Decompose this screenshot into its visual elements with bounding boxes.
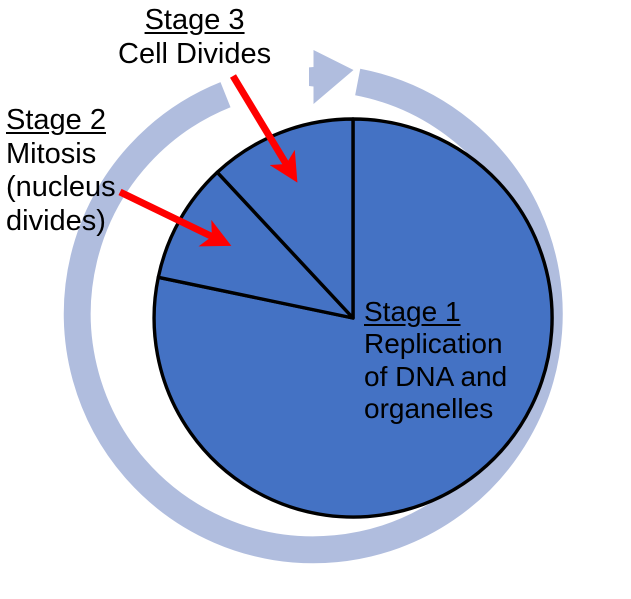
stage-3-sector[interactable] <box>215 117 355 320</box>
stage-1-heading: Stage 1 <box>364 296 461 327</box>
stage-1-line-1: Replication <box>364 328 503 360</box>
cycle-arrow-band <box>63 68 563 564</box>
stage-3-label: Stage 3 Cell Divides <box>118 4 271 71</box>
stage-2-heading: Stage 2 <box>6 104 106 136</box>
stage-2-line-2: (nucleus <box>6 171 116 204</box>
stage-2-pointer-arrow <box>118 188 232 247</box>
stage-3-pointer-arrow <box>230 74 298 183</box>
stage-2-label: Stage 2 Mitosis (nucleus divides) <box>6 104 116 239</box>
stage-1-line-2: of DNA and <box>364 360 508 392</box>
stage-3-body: Cell Divides <box>118 37 272 70</box>
stage-1-line-3: organelles <box>364 393 494 425</box>
clockwise-cycle-arrow <box>63 50 563 564</box>
stage-1-label: Stage 1 Replication of DNA and organelle… <box>364 296 507 426</box>
stage-2-line-1: Mitosis <box>6 137 97 170</box>
cell-cycle-pie <box>152 117 554 519</box>
stage-2-line-3: divides) <box>6 204 106 237</box>
cycle-arrow-head <box>309 50 354 104</box>
stage-3-heading: Stage 3 <box>144 4 245 36</box>
